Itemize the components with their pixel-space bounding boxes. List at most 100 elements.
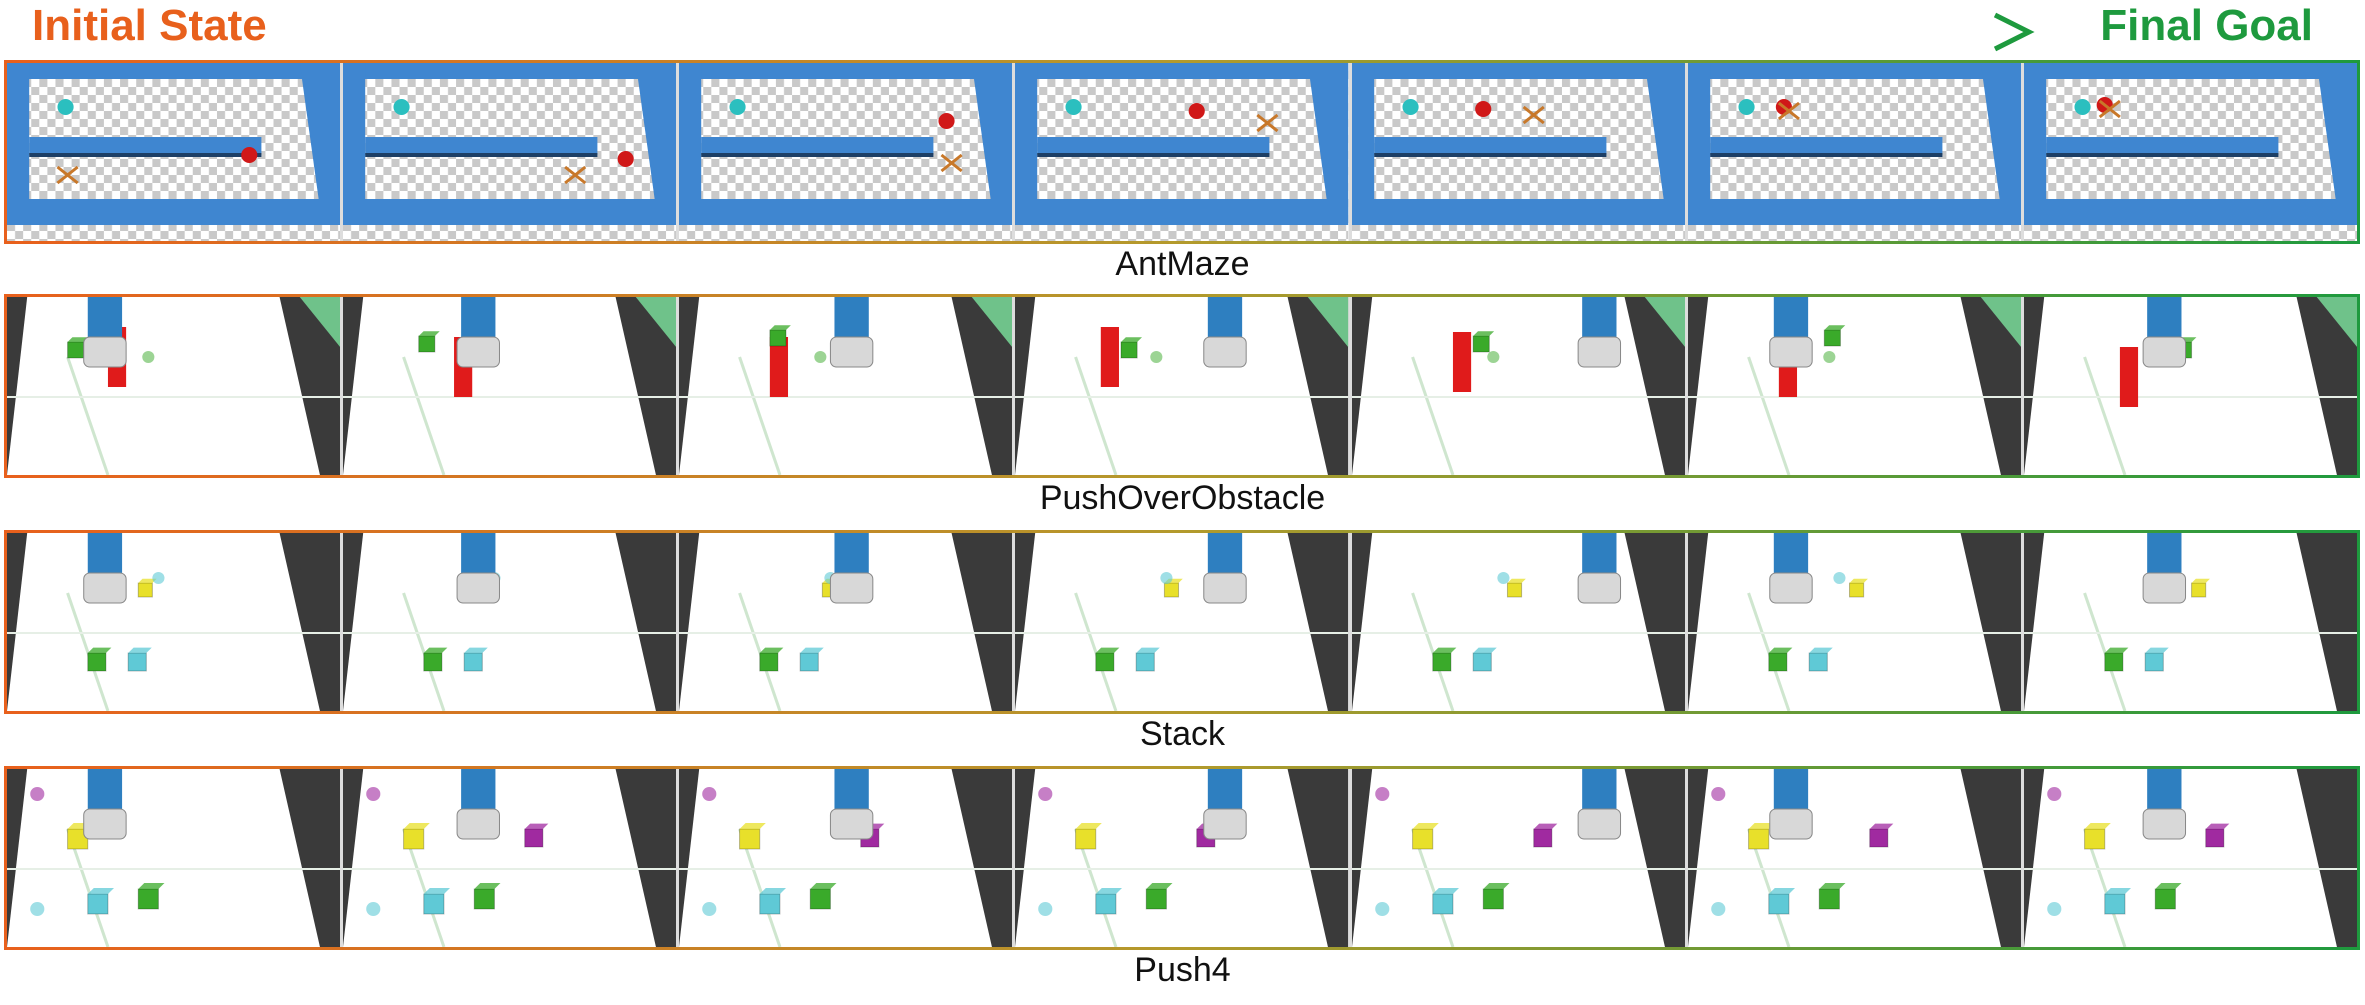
antmaze-frame [1687,63,2024,241]
ant-robot-icon [564,165,587,185]
goal-marker [1065,99,1083,115]
table-surface [1687,533,2001,711]
goal-marker [2047,787,2062,801]
maze-walls [1351,63,1685,225]
ant-robot-icon [940,153,963,173]
goal-marker [30,902,45,916]
push-over-obstacle-frame [679,297,1016,475]
goal-marker [1822,351,1836,363]
maze-walls [679,63,1013,225]
maze-walls [2023,63,2357,225]
agent-ball [1474,101,1491,117]
green-block [1472,331,1494,353]
green-block [418,331,440,353]
green-block [1823,325,1845,347]
yellow-block [403,823,430,850]
robot-arm [2142,769,2186,840]
green-block [1818,883,1846,910]
goal-marker [1710,902,1726,916]
green-block [1431,647,1456,672]
goal-marker [1402,99,1419,115]
yellow-block [137,578,157,598]
cyan-block [1095,888,1123,915]
goal-marker [702,787,717,801]
goal-marker [702,902,717,916]
robot-arm [830,769,874,840]
goal-marker [30,787,45,801]
goal-marker [1038,787,1053,801]
push4-frame [1687,769,2024,947]
stack-frame [343,533,680,711]
frame-render [7,533,341,711]
cyan-block [2104,888,2131,915]
push-over-obstacle-row [4,294,2360,478]
push-over-obstacle-frame [1351,297,1688,475]
antmaze-frame [679,63,1016,241]
green-block [1767,647,1793,672]
purple-block [1532,823,1557,848]
cyan-block [2144,647,2169,672]
robot-arm [456,769,501,840]
frame-render [679,533,1013,711]
robot-arm [1768,769,1813,840]
goal-marker [729,99,746,115]
goal-marker [1496,572,1510,584]
goal-marker [57,99,74,115]
robot-arm [83,297,127,368]
table-surface [1351,297,1665,475]
table-surface [1015,297,1329,475]
green-block [1120,337,1143,359]
cyan-block [759,888,787,915]
cyan-block [1472,647,1497,672]
frame-render [343,533,677,711]
obstacle-block [1101,327,1120,387]
stack-row [4,530,2360,714]
cyan-block [127,647,152,672]
yellow-block [739,823,767,850]
maze-walls [7,63,341,225]
cyan-block [423,888,451,915]
stack-frame [679,533,1016,711]
progress-arrow-icon [335,12,2035,52]
frame-render [1015,533,1349,711]
maze-walls [343,63,677,225]
antmaze-frame [1351,63,1688,241]
antmaze-frame [1015,63,1352,241]
green-block [1146,883,1173,910]
table-surface [1351,533,1665,711]
robot-arm [1577,769,1621,840]
table-surface [7,533,320,711]
push-over-obstacle-frame [1687,297,2024,475]
goal-marker [1833,572,1846,584]
table-surface [2023,297,2337,475]
table-surface [679,769,993,947]
robot-arm [1768,297,1813,368]
frame-render [1015,63,1349,241]
goal-marker [366,787,381,801]
push4-frame [2023,769,2357,947]
stack-frame [1351,533,1688,711]
obstacle-block [1452,332,1471,392]
ant-robot-icon [1522,105,1545,125]
agent-ball [1189,103,1206,119]
stack-frame [7,533,344,711]
push4-caption: Push4 [1134,951,1231,989]
maze-walls [1015,63,1349,225]
robot-arm [1203,533,1248,604]
green-block [137,883,165,910]
frame-render [2023,63,2357,241]
push-over-obstacle-frame [7,297,344,475]
frame-render [7,63,341,241]
cyan-block [463,647,488,672]
goal-marker [366,902,381,916]
robot-arm [2142,297,2186,368]
green-block [2154,883,2182,910]
table-surface [1015,769,1329,947]
push-over-obstacle-caption: PushOverObstacle [1039,479,1326,517]
robot-arm [456,297,501,368]
goal-marker [1710,787,1726,801]
green-block [87,647,112,672]
ant-robot-icon [1777,101,1800,121]
goal-marker [1038,902,1053,916]
table-surface [7,769,320,947]
